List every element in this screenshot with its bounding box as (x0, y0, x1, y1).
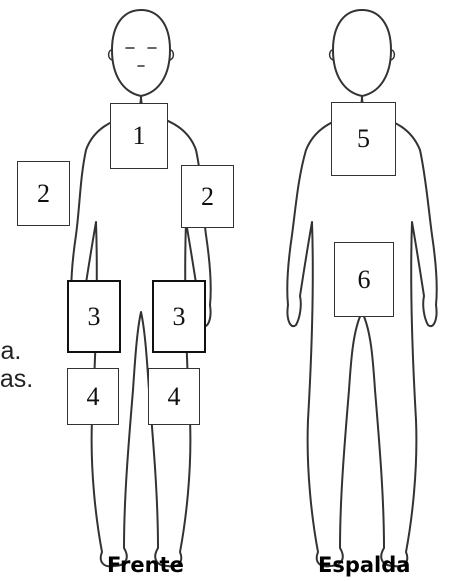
region-box-left-lower-leg: 4 (148, 368, 200, 425)
region-box-right-lower-leg: 4 (67, 368, 119, 425)
region-box-upper-back: 5 (331, 102, 396, 176)
region-box-lower-back: 6 (334, 242, 394, 317)
region-box-left-arm: 2 (181, 165, 234, 228)
front-view-label: Frente (107, 553, 184, 577)
back-view-label: Espalda (318, 553, 410, 577)
region-box-left-thigh: 3 (152, 280, 206, 353)
side-text-line-2: das. (0, 367, 33, 392)
region-box-right-arm: 2 (17, 161, 70, 226)
side-text-line-1: ca. (0, 339, 21, 364)
region-box-right-thigh: 3 (67, 280, 121, 353)
region-box-chest: 1 (110, 103, 168, 169)
